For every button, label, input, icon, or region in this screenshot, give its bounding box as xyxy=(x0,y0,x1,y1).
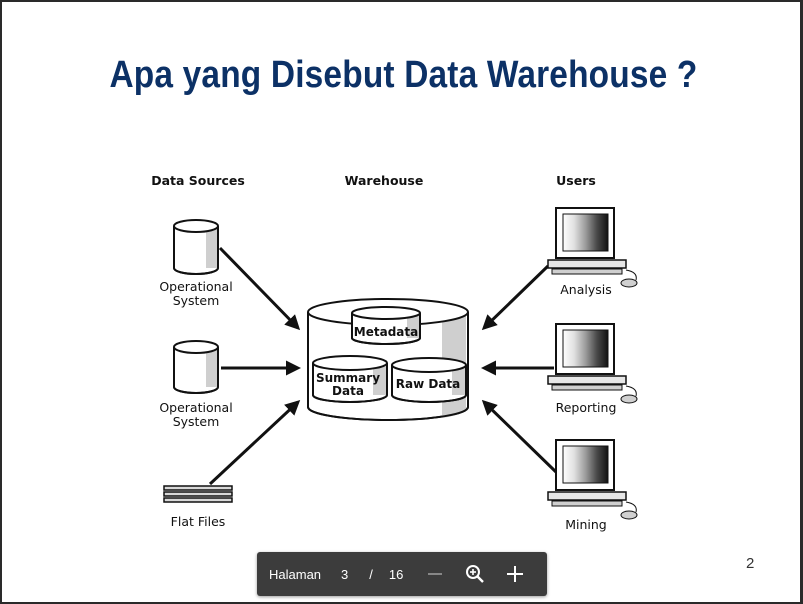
warehouse-cylinder-icon xyxy=(307,298,469,421)
zoom-in-button[interactable] xyxy=(461,560,489,588)
page-toolbar: Halaman 3 / 16 xyxy=(257,552,547,596)
user-arrows xyxy=(481,264,558,474)
user-reporting-label: Reporting xyxy=(556,400,617,415)
user-analysis-label: Analysis xyxy=(560,282,612,297)
header-data-sources: Data Sources xyxy=(151,173,245,188)
computer-icon xyxy=(547,323,638,404)
computer-icon xyxy=(547,207,638,288)
summary-data-label: Summary xyxy=(316,371,380,385)
metadata-label: Metadata xyxy=(354,325,418,339)
header-warehouse: Warehouse xyxy=(345,173,424,188)
source-flat-files-label: Flat Files xyxy=(171,514,226,529)
page-label: Halaman xyxy=(269,566,322,582)
minus-icon xyxy=(428,573,443,575)
total-pages: 16 xyxy=(388,566,404,582)
zoom-in-icon xyxy=(466,565,485,583)
header-users: Users xyxy=(556,173,596,188)
source-operational-label: System xyxy=(173,293,220,308)
page-separator: / xyxy=(369,566,373,582)
current-page-input[interactable]: 3 xyxy=(341,566,349,582)
source-arrows xyxy=(208,246,301,486)
plus-icon xyxy=(507,566,524,582)
zoom-out-button[interactable] xyxy=(421,560,449,588)
user-mining-label: Mining xyxy=(565,517,607,532)
add-button[interactable] xyxy=(501,560,529,588)
database-cylinder-icon xyxy=(173,219,219,275)
source-operational-label: Operational xyxy=(159,279,232,294)
flat-files-icon xyxy=(163,485,233,503)
computer-icon xyxy=(547,439,638,520)
database-cylinder-icon xyxy=(173,340,219,394)
summary-data-label: Data xyxy=(332,384,364,398)
source-operational-label: Operational xyxy=(159,400,232,415)
slide-title: Apa yang Disebut Data Warehouse ? xyxy=(109,54,698,96)
source-operational-label: System xyxy=(173,414,220,429)
raw-data-label: Raw Data xyxy=(396,377,461,391)
slide-page-number: 2 xyxy=(746,555,755,572)
